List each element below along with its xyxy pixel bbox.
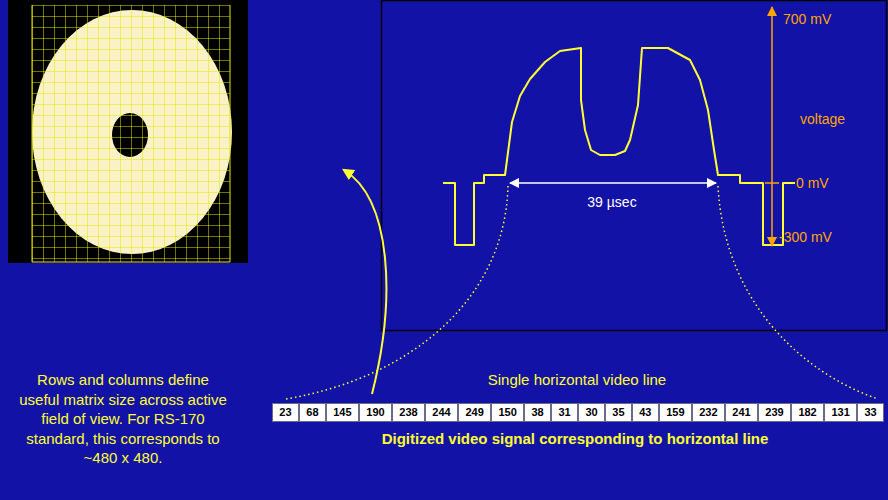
duration-label: 39 µsec xyxy=(562,194,662,211)
sample-value: 68 xyxy=(299,403,326,422)
sample-value: 23 xyxy=(272,403,299,422)
zero-tick xyxy=(765,182,779,184)
note-text: Rows and columns define useful matrix si… xyxy=(18,370,228,468)
voltage-max: 700 mV xyxy=(783,11,831,28)
sample-value: 33 xyxy=(857,403,884,422)
sample-value: 31 xyxy=(551,403,578,422)
projection-left xyxy=(286,186,508,399)
projection-right xyxy=(718,186,878,399)
image-matrix xyxy=(8,0,248,263)
video-waveform xyxy=(443,48,795,245)
axis-name: voltage xyxy=(800,111,845,128)
voltage-min: -300 mV xyxy=(779,229,832,246)
grid-border xyxy=(32,5,230,262)
sample-value: 30 xyxy=(578,403,605,422)
sample-value: 232 xyxy=(692,403,725,422)
scope-panel xyxy=(382,1,887,331)
sample-value: 190 xyxy=(359,403,392,422)
sample-value: 43 xyxy=(632,403,659,422)
pixel-grid xyxy=(32,5,230,262)
sample-value: 35 xyxy=(605,403,632,422)
sample-value: 239 xyxy=(758,403,791,422)
sample-value: 244 xyxy=(425,403,458,422)
voltage-arrow-down xyxy=(771,183,773,246)
sample-value: 238 xyxy=(392,403,425,422)
sample-value: 159 xyxy=(659,403,692,422)
image-frame xyxy=(8,0,248,263)
pointer-arrow xyxy=(344,170,386,394)
sample-value: 182 xyxy=(791,403,824,422)
digitized-caption: Digitized video signal corresponding to … xyxy=(345,430,805,448)
sample-value: 241 xyxy=(725,403,758,422)
sample-value: 150 xyxy=(491,403,524,422)
sample-value: 38 xyxy=(524,403,551,422)
voltage-zero: 0 mV xyxy=(796,175,829,192)
sample-row: 2368145190238244249150383130354315923224… xyxy=(272,403,884,422)
sample-value: 249 xyxy=(458,403,491,422)
line-caption: Single horizontal video line xyxy=(427,371,727,389)
sample-value: 145 xyxy=(326,403,359,422)
voltage-arrow-up xyxy=(771,7,773,183)
sample-value: 131 xyxy=(824,403,857,422)
duration-arrow xyxy=(510,182,716,184)
